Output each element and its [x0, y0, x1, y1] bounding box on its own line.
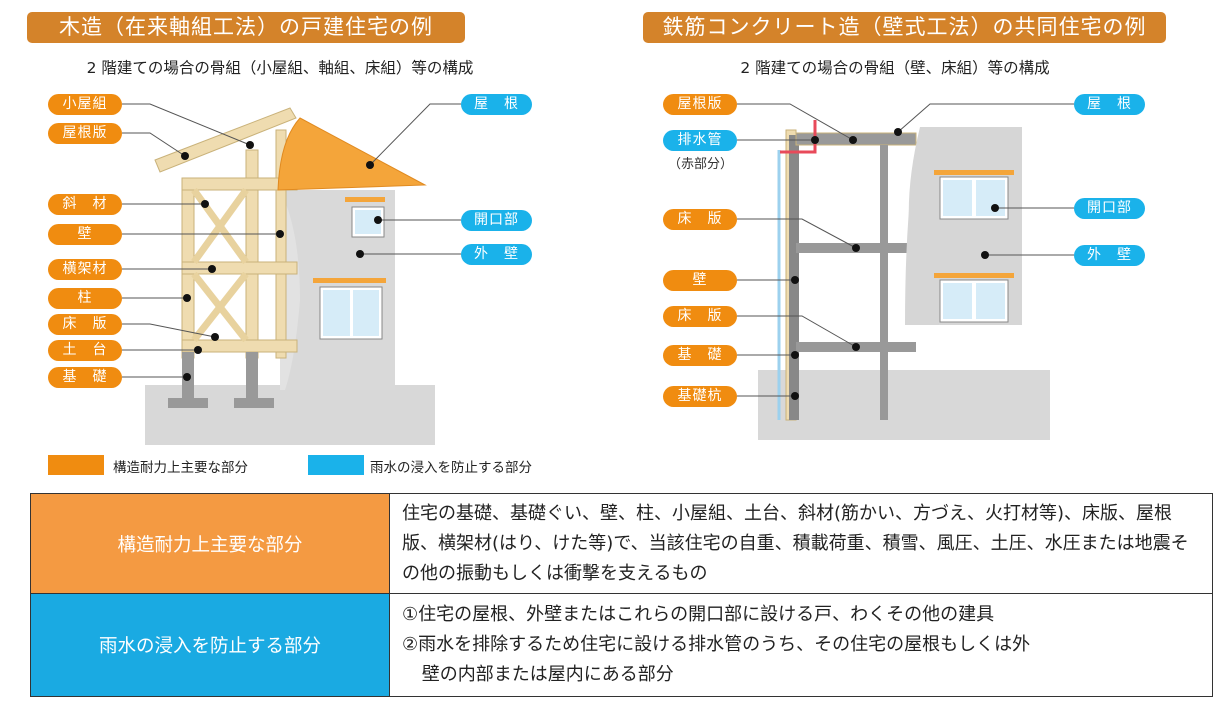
legend-swatch-rain: [308, 455, 364, 475]
label-shazai: 斜 材: [48, 194, 122, 215]
legend-swatch-structural: [48, 455, 104, 475]
label-haisuikan: 排水管: [663, 130, 737, 151]
definition-table: 構造耐力上主要な部分 住宅の基礎、基礎ぐい、壁、柱、小屋組、土台、斜材(筋かい、…: [30, 493, 1213, 697]
label-yukahan: 床 版: [663, 306, 737, 327]
label-dodai: 土 台: [48, 340, 122, 361]
label-kabe: 壁: [48, 224, 122, 245]
table-row: 雨水の浸入を防止する部分 ①住宅の屋根、外壁またはこれらの開口部に設ける戸、わく…: [30, 593, 1213, 697]
label-yane: 屋 根: [1074, 94, 1145, 115]
table-row: 構造耐力上主要な部分 住宅の基礎、基礎ぐい、壁、柱、小屋組、土台、斜材(筋かい、…: [30, 493, 1213, 594]
wooden-house-illustration: [122, 103, 461, 445]
house-illustrations: [122, 103, 1074, 445]
label-yane: 屋 根: [461, 94, 532, 115]
label-okazai: 横架材: [48, 259, 122, 280]
rc-house-illustration: [737, 103, 1074, 440]
label-kisokui: 基礎杭: [663, 386, 737, 407]
label-kiso: 基 礎: [663, 345, 737, 366]
label-kabe: 壁: [663, 270, 737, 291]
label-yanehan: 屋根版: [48, 123, 122, 144]
rain-item-1: ①住宅の屋根、外壁またはこれらの開口部に設ける戸、わくその他の建具: [402, 604, 995, 625]
label-gaiheki: 外 壁: [1074, 245, 1145, 266]
left-subtitle: 2 階建ての場合の骨組（小屋組、軸組、床組）等の構成: [86, 59, 474, 77]
label-kaikobu: 開口部: [1074, 198, 1145, 219]
legend-rain: 雨水の浸入を防止する部分: [370, 460, 532, 476]
label-hashira: 柱: [48, 288, 122, 309]
label-koyagumi: 小屋組: [48, 94, 122, 115]
label-yukahan: 床 版: [663, 209, 737, 230]
row-body-rain: ①住宅の屋根、外壁またはこれらの開口部に設ける戸、わくその他の建具 ②雨水を排除…: [389, 593, 1213, 697]
row-head-structural: 構造耐力上主要な部分: [30, 493, 390, 594]
label-yukahan: 床 版: [48, 314, 122, 335]
left-title: 木造（在来軸組工法）の戸建住宅の例: [27, 12, 465, 43]
legend-structural: 構造耐力上主要な部分: [113, 460, 248, 476]
label-yanehan: 屋根版: [663, 94, 737, 115]
label-kaikobu: 開口部: [461, 210, 532, 231]
rain-item-2: ②雨水を排除するため住宅に設ける排水管のうち、その住宅の屋根もしくは外: [402, 634, 1031, 655]
right-title: 鉄筋コンクリート造（壁式工法）の共同住宅の例: [643, 12, 1166, 43]
drain-note: （赤部分）: [668, 157, 734, 172]
right-subtitle: 2 階建ての場合の骨組（壁、床組）等の構成: [740, 59, 1050, 77]
rain-item-2-cont: 壁の内部または屋内にある部分: [421, 664, 674, 685]
row-head-rain: 雨水の浸入を防止する部分: [30, 593, 390, 697]
label-kiso: 基 礎: [48, 367, 122, 388]
row-body-structural: 住宅の基礎、基礎ぐい、壁、柱、小屋組、土台、斜材(筋かい、方づえ、火打材等)、床…: [389, 493, 1213, 594]
label-gaiheki: 外 壁: [461, 244, 532, 265]
